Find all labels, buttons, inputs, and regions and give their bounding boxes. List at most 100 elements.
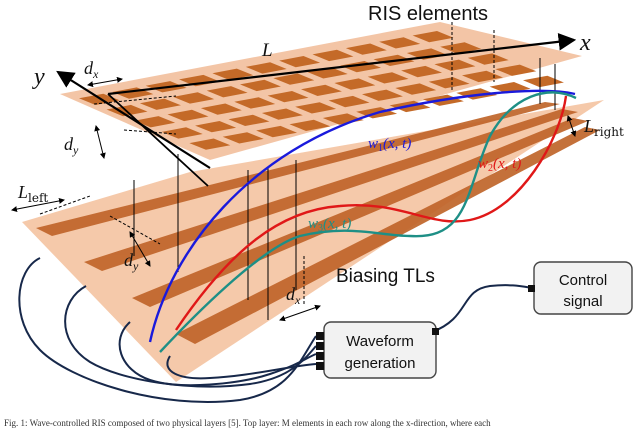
ris-element bbox=[173, 92, 215, 104]
cable bbox=[431, 284, 533, 333]
waveform-generation-line-2: generation bbox=[345, 355, 416, 372]
ris-element bbox=[139, 98, 181, 110]
control-signal-line-2: signal bbox=[563, 293, 602, 310]
dashed-guide bbox=[109, 215, 161, 245]
ris-element bbox=[267, 91, 309, 103]
ris-element bbox=[134, 116, 176, 128]
label-w3-sub: 3 bbox=[318, 223, 323, 234]
label-w1-sub: 1 bbox=[378, 143, 383, 154]
label-dx-top-base: d bbox=[84, 58, 94, 78]
label-w2-base: w bbox=[478, 156, 488, 172]
ris-element bbox=[206, 86, 248, 98]
label-axis-y: y bbox=[32, 64, 45, 90]
label-dx-bottom-sub: x bbox=[294, 293, 301, 307]
cables bbox=[18, 257, 533, 403]
biasing-tls-title: Biasing TLs bbox=[336, 266, 435, 287]
label-dy-top: dy bbox=[64, 134, 79, 157]
dashed-guide bbox=[39, 195, 91, 215]
cable bbox=[18, 257, 317, 403]
label-w3-base: w bbox=[308, 216, 318, 232]
label-dy-bottom: dy bbox=[124, 250, 139, 273]
dimension-dx-top bbox=[87, 76, 123, 88]
ris-element bbox=[256, 125, 297, 138]
waveform-port bbox=[316, 362, 324, 370]
ris-element bbox=[328, 95, 370, 108]
ris-element bbox=[428, 77, 470, 89]
biasing-line bbox=[36, 102, 560, 236]
ris-element bbox=[261, 108, 303, 120]
length-line bbox=[107, 93, 209, 187]
ris-element bbox=[195, 121, 237, 133]
label-w1-args: (x, t) bbox=[383, 136, 411, 152]
ris-element bbox=[334, 78, 376, 90]
dashed-guide bbox=[123, 129, 177, 135]
biasing-line bbox=[84, 109, 578, 271]
label-w3-args: (x, t) bbox=[323, 216, 351, 232]
waveform-port bbox=[316, 332, 324, 340]
ris-element bbox=[467, 53, 509, 65]
waveform-output-port bbox=[432, 328, 439, 335]
label-dx-bottom: dx bbox=[286, 284, 301, 307]
ris-element bbox=[345, 43, 387, 55]
label-l-left-base: L bbox=[17, 182, 28, 202]
ris-element bbox=[240, 79, 281, 92]
label-axis-x: x bbox=[579, 30, 591, 56]
label-dy-top-sub: y bbox=[72, 143, 79, 157]
ris-element bbox=[179, 74, 220, 87]
waveform-w2 bbox=[175, 95, 568, 331]
dimension-dy-bottom bbox=[129, 231, 151, 267]
control-signal-port bbox=[528, 285, 535, 292]
ris-layer bbox=[60, 22, 582, 160]
ris-elements-title: RIS elements bbox=[368, 3, 488, 25]
waveform-w1 bbox=[148, 89, 576, 343]
ris-element bbox=[440, 42, 482, 54]
ris-element bbox=[234, 97, 276, 109]
ris-element bbox=[367, 72, 409, 84]
waveform-generation-box: Waveform generation bbox=[316, 321, 439, 379]
ris-element bbox=[312, 49, 354, 62]
ris-element bbox=[289, 119, 331, 131]
label-dx-top: dx bbox=[84, 58, 99, 81]
ris-element bbox=[245, 62, 287, 74]
label-l-right-base: L bbox=[583, 116, 594, 136]
ris-element bbox=[200, 103, 242, 115]
ris-element bbox=[462, 70, 503, 83]
ris-element bbox=[362, 89, 403, 101]
label-dy-bottom-base: d bbox=[124, 250, 134, 270]
labels: RIS elements Biasing TLs L x y dx dy dy … bbox=[17, 3, 624, 307]
ris-element bbox=[295, 102, 337, 114]
biasing-line bbox=[132, 118, 588, 307]
cable bbox=[166, 355, 317, 380]
waveforms bbox=[148, 89, 577, 353]
label-w2: w2(x, t) bbox=[478, 156, 521, 174]
label-l-right: Lright bbox=[583, 116, 624, 139]
dashed-guide bbox=[93, 95, 177, 105]
ris-element bbox=[279, 56, 321, 68]
waveform-port bbox=[316, 342, 324, 350]
control-signal-line-1: Control bbox=[559, 272, 607, 289]
dimension-l-right bbox=[566, 115, 577, 137]
label-w2-args: (x, t) bbox=[493, 156, 521, 172]
dimension-dy-top bbox=[94, 125, 106, 159]
ris-element bbox=[523, 75, 564, 88]
ris-element bbox=[228, 114, 270, 126]
ris-element bbox=[222, 132, 264, 144]
ris-element bbox=[273, 73, 315, 85]
label-dy-bottom-sub: y bbox=[132, 259, 139, 273]
label-length-L: L bbox=[261, 40, 273, 61]
ris-element bbox=[412, 31, 454, 43]
control-signal-box: Control signal bbox=[528, 261, 633, 315]
label-l-left-sub: left bbox=[28, 191, 48, 205]
ris-element bbox=[434, 59, 476, 71]
cable bbox=[118, 321, 317, 387]
label-l-right-sub: right bbox=[594, 125, 624, 139]
label-w1-base: w bbox=[368, 136, 378, 152]
axis-x bbox=[107, 33, 577, 96]
geometry-lines bbox=[11, 22, 577, 322]
axis-y bbox=[56, 70, 211, 169]
ris-element bbox=[161, 127, 203, 139]
ris-element bbox=[395, 83, 437, 95]
dimension-l-left bbox=[11, 197, 65, 213]
ris-element bbox=[167, 109, 209, 122]
label-dx-bottom-base: d bbox=[286, 284, 296, 304]
